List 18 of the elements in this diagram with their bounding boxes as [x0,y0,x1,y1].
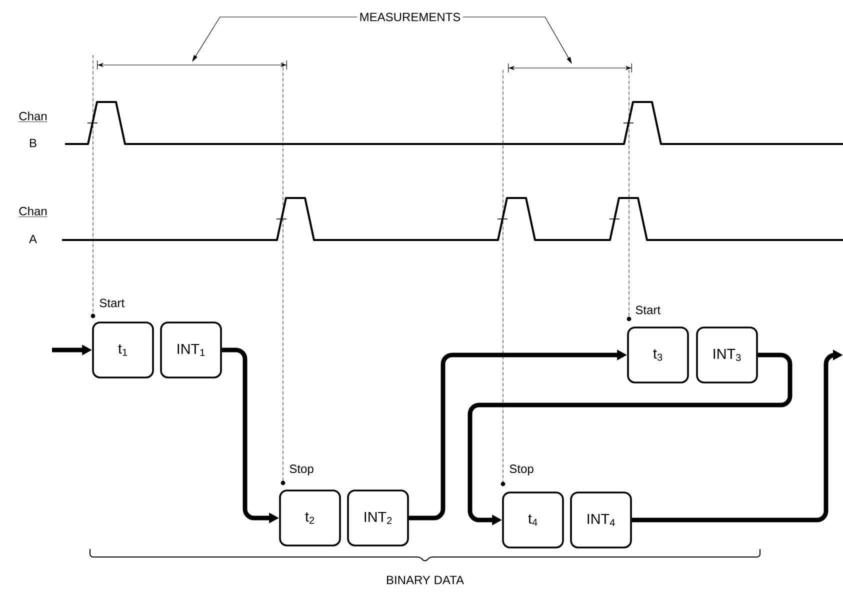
bracket-label: BINARY DATA [386,576,464,584]
marker-label: Start [100,298,124,308]
register-box: t$_{1}$ [92,322,154,378]
channel-label: Chan [18,112,48,122]
leader-text: MEASUREMENTS [360,12,460,22]
channel-label: B [30,138,36,148]
register-box: INT$_{1}$ [160,322,222,378]
register-box: t$_{4}$ [502,492,564,548]
marker-label: Stop [510,464,534,476]
marker-label: Start [636,306,660,314]
channel-label: Chan [18,206,48,217]
register-box: t$_{3}$ [627,326,689,384]
register-box: t$_{2}$ [279,490,341,546]
register-box: INT$_{4}$ [570,492,632,548]
register-box: INT$_{2}$ [347,490,409,546]
marker-label: Stop [290,464,314,476]
channel-label: A [29,234,37,244]
register-box: INT$_{3}$ [696,326,758,384]
